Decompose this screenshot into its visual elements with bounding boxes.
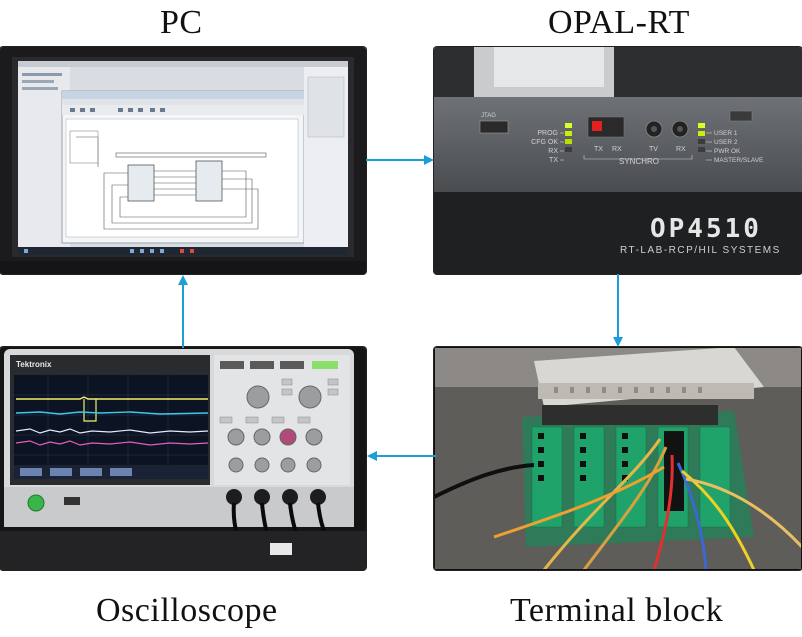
opal-model-text: OP4510: [650, 214, 762, 244]
tv-label: TV: [649, 146, 658, 153]
oscilloscope-photo: Tektronix: [0, 347, 366, 570]
synchro-label: SYNCHRO: [619, 157, 659, 166]
led-label-master-slave: MASTER/SLAVE: [714, 157, 764, 164]
led-label-prog: PROG: [537, 130, 558, 137]
opal-subtitle-text: RT-LAB-RCP/HIL SYSTEMS: [620, 245, 781, 256]
led-label-cfg-ok: CFG OK: [531, 139, 558, 146]
led-label-pwr-ok: PWR OK: [714, 148, 741, 155]
pc-label: PC: [160, 4, 203, 41]
arrow-opal-to-terminal: [613, 274, 623, 347]
arrow-terminal-to-oscilloscope: [367, 451, 436, 461]
sync-tx-label: TX: [594, 146, 603, 153]
led-label-user2: USER 2: [714, 139, 738, 146]
sync-rx-label: RX: [612, 146, 622, 153]
led-label-tx: TX: [549, 157, 558, 164]
led-label-user1: USER 1: [714, 130, 738, 137]
led-label-rx: RX: [548, 148, 558, 155]
terminal-block-label: Terminal block: [510, 592, 724, 629]
scope-brand-text: Tektronix: [16, 360, 52, 369]
opal-rt-label: OPAL-RT: [548, 4, 690, 41]
usb-port-label: JTAG: [481, 113, 496, 119]
arrow-oscilloscope-to-pc: [178, 275, 188, 348]
oscilloscope-label: Oscilloscope: [96, 592, 278, 629]
rx2-label: RX: [676, 146, 686, 153]
opal-rt-photo: JTAG PROG CFG OK RX TX TX RX TV RX SYNCH…: [434, 47, 802, 274]
pc-photo: [0, 47, 366, 274]
arrow-pc-to-opal: [366, 155, 434, 165]
terminal-block-photo: [434, 347, 802, 570]
